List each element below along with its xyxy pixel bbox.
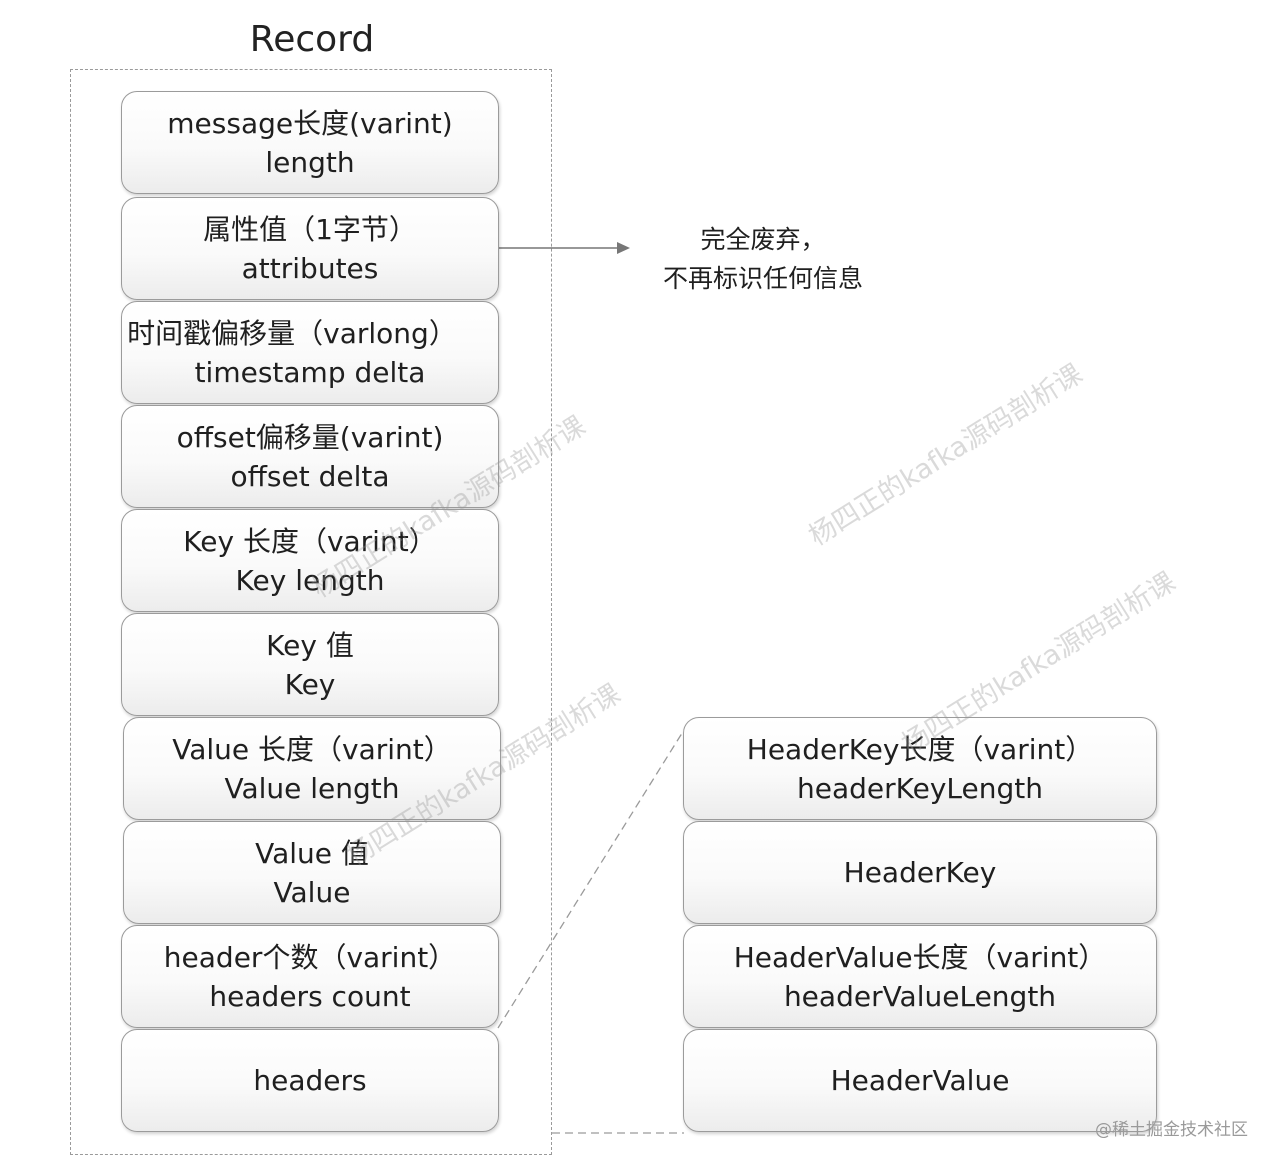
attributes-note: 完全废弃， 不再标识任何信息 [640, 220, 886, 298]
header-field-label: HeaderKey [843, 856, 997, 889]
record-field-key-length: Key 长度（varint） Key length [121, 509, 499, 612]
record-field-attributes: 属性值（1字节） attributes [121, 197, 499, 300]
header-field-value: HeaderValue [683, 1029, 1157, 1132]
record-field-sublabel: attributes [241, 251, 379, 285]
record-field-label: headers [253, 1064, 367, 1097]
record-field-headers-count: header个数（varint） headers count [121, 925, 499, 1028]
record-field-label: offset偏移量(varint) [176, 420, 444, 454]
note-line-1: 完全废弃， [700, 225, 826, 254]
header-field-key: HeaderKey [683, 821, 1157, 924]
record-field-sublabel: Value [273, 875, 351, 909]
headers-expand-line-top [497, 729, 685, 1029]
record-field-label: 属性值（1字节） [203, 212, 417, 246]
header-field-sublabel: headerValueLength [783, 979, 1057, 1013]
record-field-label: 时间戳偏移量（varlong） [127, 316, 457, 350]
record-field-label: Value 值 [255, 836, 369, 870]
record-field-length: message长度(varint) length [121, 91, 499, 194]
site-credit: @稀土掘金技术社区 [1095, 1120, 1248, 1140]
record-field-label: message长度(varint) [167, 106, 453, 140]
record-field-sublabel: offset delta [230, 459, 390, 493]
record-field-sublabel: Key [284, 667, 336, 701]
diagram-title: Record [249, 19, 375, 60]
record-field-label: header个数（varint） [163, 940, 457, 974]
header-field-sublabel: headerKeyLength [797, 771, 1043, 805]
record-field-sublabel: Key length [235, 563, 385, 597]
record-field-sublabel: Value length [224, 771, 400, 805]
record-field-value-length: Value 长度（varint） Value length [123, 717, 501, 820]
header-field-value-length: HeaderValue长度（varint） headerValueLength [683, 925, 1157, 1028]
record-field-label: Key 长度（varint） [183, 524, 437, 558]
record-field-sublabel: length [265, 145, 355, 179]
record-field-label: Value 长度（varint） [172, 732, 452, 766]
record-field-sublabel: headers count [209, 979, 411, 1013]
record-field-headers: headers [121, 1029, 499, 1132]
attributes-arrow-head [617, 242, 630, 254]
record-field-key: Key 值 Key [121, 613, 499, 716]
header-field-label: HeaderValue长度（varint） [733, 940, 1107, 974]
record-field-sublabel: timestamp delta [194, 355, 426, 389]
record-field-value: Value 值 Value [123, 821, 501, 924]
header-field-key-length: HeaderKey长度（varint） headerKeyLength [683, 717, 1157, 820]
record-field-offset-delta: offset偏移量(varint) offset delta [121, 405, 499, 508]
header-field-label: HeaderKey长度（varint） [746, 732, 1094, 766]
record-field-timestamp-delta: 时间戳偏移量（varlong） timestamp delta [121, 301, 499, 404]
note-line-2: 不再标识任何信息 [662, 264, 863, 293]
header-field-label: HeaderValue [830, 1064, 1010, 1097]
record-frame [70, 69, 552, 1155]
record-field-label: Key 值 [266, 628, 354, 662]
